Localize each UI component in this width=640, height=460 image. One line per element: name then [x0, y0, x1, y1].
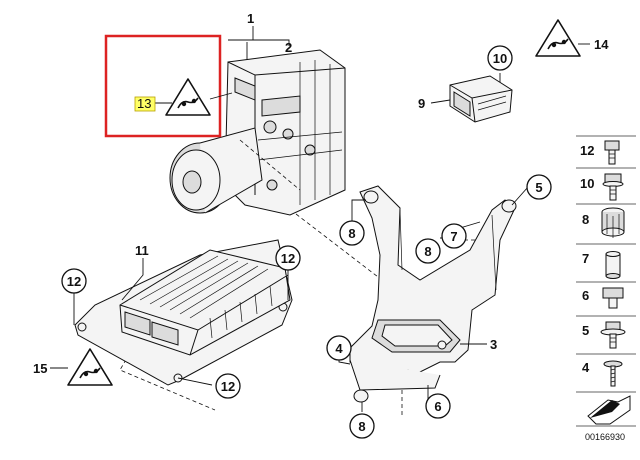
hex-bolt-icon	[602, 287, 624, 309]
callout-13-highlight	[134, 96, 156, 112]
hardware-label-5: 5	[582, 323, 589, 338]
hardware-label-7: 7	[582, 251, 589, 266]
svg-text:10: 10	[493, 51, 507, 66]
callout-2: 2	[285, 40, 292, 55]
highlight-box	[104, 34, 222, 138]
sleeve-icon	[605, 251, 621, 279]
bracket-drawing	[349, 185, 517, 403]
svg-text:5: 5	[535, 180, 542, 195]
svg-text:8: 8	[358, 419, 365, 434]
hardware-label-12: 12	[580, 143, 594, 158]
callout-12-b: 12	[61, 268, 87, 294]
hardware-label-10: 10	[580, 176, 594, 191]
callout-3: 3	[490, 337, 497, 352]
callout-7: 7	[441, 223, 467, 249]
flange-bolt-icon	[602, 173, 624, 201]
hardware-label-4: 4	[582, 360, 590, 375]
hydraulic-unit-drawing	[169, 49, 346, 216]
callout-13: 13	[137, 96, 151, 111]
hardware-label-6: 6	[582, 288, 589, 303]
callout-5: 5	[526, 174, 552, 200]
callout-1: 1	[247, 11, 254, 26]
callout-12-c: 12	[215, 373, 241, 399]
callout-4: 4	[326, 335, 352, 361]
svg-text:6: 6	[434, 399, 441, 414]
washer-bolt-icon	[600, 321, 626, 349]
warning-triangle-icon	[535, 19, 581, 57]
callout-11: 11	[135, 243, 149, 258]
svg-text:8: 8	[348, 226, 355, 241]
warning-triangle-icon	[165, 78, 211, 116]
rubber-mount-icon	[601, 207, 625, 238]
hardware-sidebar: 12 10 8 7 6	[576, 135, 636, 442]
callout-8-a: 8	[339, 220, 365, 246]
direction-arrow-icon	[587, 395, 631, 425]
svg-text:8: 8	[424, 244, 431, 259]
screw-icon	[603, 360, 623, 387]
control-module-drawing	[74, 239, 293, 386]
callout-9: 9	[418, 96, 425, 111]
warning-triangle-icon	[67, 348, 113, 386]
svg-text:4: 4	[335, 341, 343, 356]
callout-14: 14	[594, 37, 609, 52]
svg-text:12: 12	[67, 274, 81, 289]
document-number: 00166930	[585, 432, 625, 442]
svg-text:12: 12	[281, 251, 295, 266]
callout-6: 6	[425, 393, 451, 419]
callout-8-c: 8	[349, 413, 375, 439]
callout-12-a: 12	[275, 245, 301, 271]
svg-text:12: 12	[221, 379, 235, 394]
svg-text:7: 7	[450, 229, 457, 244]
long-bolt-icon	[604, 140, 620, 165]
callout-8-b: 8	[415, 238, 441, 264]
hardware-label-8: 8	[582, 212, 589, 227]
callout-15: 15	[33, 361, 47, 376]
callout-10-top: 10	[487, 45, 513, 71]
sensor-drawing	[449, 75, 513, 123]
